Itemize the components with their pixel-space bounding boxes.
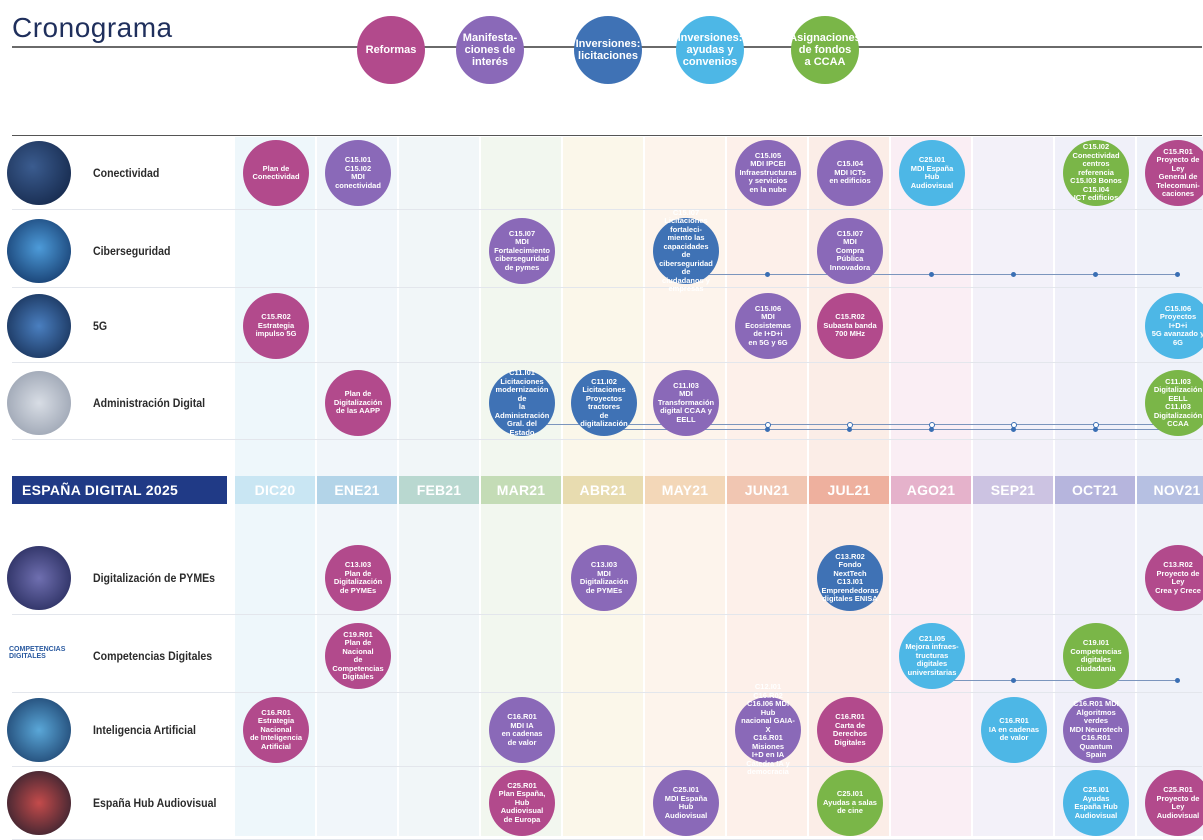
month-label-ene21: ENE21: [317, 476, 397, 504]
timeline-dot: [929, 272, 934, 277]
timeline-dot: [1175, 678, 1180, 683]
row-separator: [12, 614, 1202, 615]
row-separator: [12, 439, 1202, 440]
timeline-dot: [765, 427, 770, 432]
row-label: Digitalización de PYMEs: [93, 571, 216, 585]
row-separator: [12, 287, 1202, 288]
row-label: 5G: [93, 319, 108, 333]
row-label: Ciberseguridad: [93, 244, 171, 258]
timeline-dot: [1093, 427, 1098, 432]
month-label-ago21: AGO21: [891, 476, 971, 504]
5g-icon: [7, 294, 71, 358]
month-label-may21: MAY21: [645, 476, 725, 504]
month-label-mar21: MAR21: [481, 476, 561, 504]
month-label-oct21: OCT21: [1055, 476, 1135, 504]
timeline-dot: [847, 427, 852, 432]
month-label-dic20: DIC20: [235, 476, 315, 504]
pymes-icon: [7, 546, 71, 610]
row-separator: [12, 362, 1202, 363]
legend-item-reforma: Reformas: [357, 16, 425, 84]
month-label-nov21: NOV21: [1137, 476, 1203, 504]
row-label: Conectividad: [93, 166, 160, 180]
timeline-dot: [929, 427, 934, 432]
competencias-digitales-logo-text: COMPETENCIAS DIGITALES: [9, 646, 66, 660]
month-label-jul21: JUL21: [809, 476, 889, 504]
row-separator: [12, 766, 1202, 767]
row-separator: [12, 692, 1202, 693]
row-separator: [12, 209, 1202, 210]
month-label-sep21: SEP21: [973, 476, 1053, 504]
timeline-dot: [1175, 272, 1180, 277]
timeline-dot: [1011, 427, 1016, 432]
espana-digital-label: ESPAÑA DIGITAL 2025: [12, 476, 227, 504]
timeline-line: [932, 680, 1178, 681]
row-label: España Hub Audiovisual: [93, 796, 217, 810]
timeline-line: [604, 429, 1178, 430]
legend-item-licitacion: Inversiones:licitaciones: [574, 16, 642, 84]
timeline-dot: [765, 272, 770, 277]
month-label-jun21: JUN21: [727, 476, 807, 504]
enia-icon: [7, 698, 71, 762]
month-label-feb21: FEB21: [399, 476, 479, 504]
cybersecurity-shield-icon: [7, 219, 71, 283]
timeline-dot: [1011, 678, 1016, 683]
timeline-dot: [1011, 272, 1016, 277]
hub-audiovisual-icon: [7, 771, 71, 835]
row-label: Competencias Digitales: [93, 649, 213, 663]
milestone-licitacion: C15.I07Licitaciones fortaleci-miento las…: [653, 208, 719, 293]
page-title: Cronograma: [12, 12, 173, 43]
row-label: Administración Digital: [93, 396, 206, 410]
timeline-dot: [1093, 272, 1098, 277]
competencias-digitales-icon: COMPETENCIAS DIGITALES: [7, 624, 71, 688]
row-label: Inteligencia Artificial: [93, 723, 196, 737]
administracion-digital-icon: [7, 371, 71, 435]
month-label-abr21: ABR21: [563, 476, 643, 504]
section-rule: [12, 135, 1202, 136]
plan-conectividad-icon: [7, 141, 71, 205]
